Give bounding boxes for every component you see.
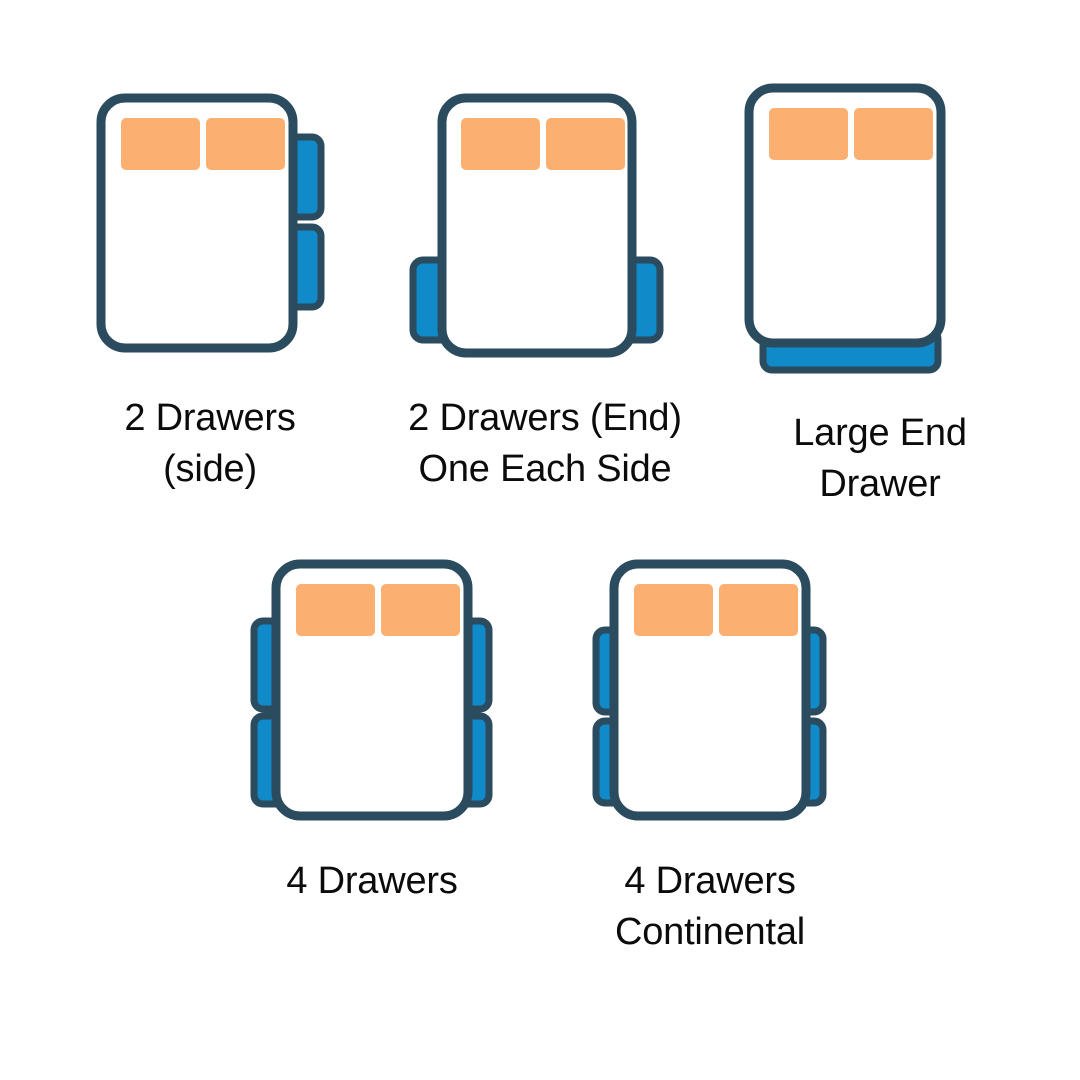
pillow-left bbox=[121, 118, 200, 170]
option-four-drawers-continental[interactable]: 4 Drawers Continental bbox=[560, 558, 860, 959]
pillow-left bbox=[296, 584, 375, 636]
pillow-right bbox=[719, 584, 798, 636]
option-label-two-drawers-end: 2 Drawers (End) One Each Side bbox=[408, 397, 682, 491]
pillow-left bbox=[461, 118, 540, 170]
option-label-four-drawers: 4 Drawers bbox=[286, 860, 458, 902]
bed-figure-four-drawers bbox=[244, 558, 522, 828]
bed-figure-two-drawers-end bbox=[405, 92, 705, 367]
pillow-right bbox=[546, 118, 625, 170]
pillow-right bbox=[381, 584, 460, 636]
option-four-drawers[interactable]: 4 Drawers bbox=[222, 558, 522, 907]
bed-figure-four-drawers-continental bbox=[582, 558, 860, 828]
bed-figure-two-drawers-side bbox=[95, 92, 360, 367]
pillow-right bbox=[206, 118, 285, 170]
option-two-drawers-end[interactable]: 2 Drawers (End) One Each Side bbox=[385, 92, 705, 496]
bed-figure-large-end-drawer bbox=[743, 82, 1030, 382]
option-two-drawers-side[interactable]: 2 Drawers (side) bbox=[60, 92, 360, 496]
pillow-left bbox=[634, 584, 713, 636]
option-label-large-end-drawer: Large End Drawer bbox=[793, 412, 967, 506]
option-label-four-drawers-continental: 4 Drawers Continental bbox=[614, 860, 806, 954]
option-label-two-drawers-side: 2 Drawers (side) bbox=[124, 397, 296, 491]
pillow-left bbox=[769, 108, 848, 160]
option-large-end-drawer[interactable]: Large End Drawer bbox=[730, 82, 1030, 511]
pillow-right bbox=[854, 108, 933, 160]
